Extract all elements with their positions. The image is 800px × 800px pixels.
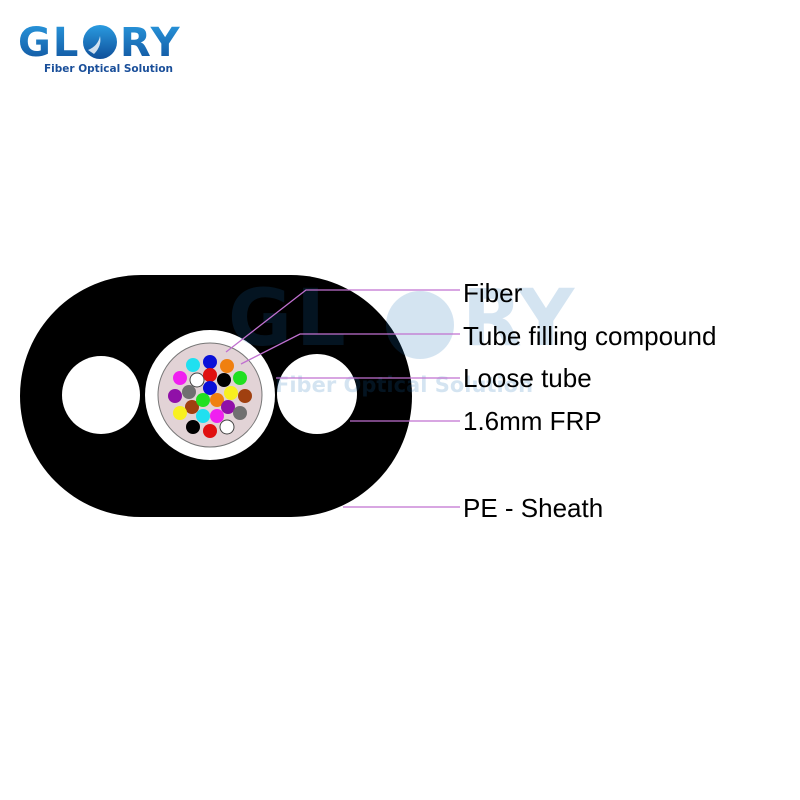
fiber <box>189 372 205 388</box>
fiber <box>185 400 199 414</box>
fiber <box>220 359 234 373</box>
fiber <box>168 389 182 403</box>
fiber <box>233 406 247 420</box>
label-loose-tube: Loose tube <box>463 363 592 393</box>
leader-fiber <box>225 289 460 353</box>
frp-right <box>277 354 357 434</box>
label-sheath: PE - Sheath <box>463 493 603 523</box>
label-frp: 1.6mm FRP <box>463 406 602 436</box>
fiber <box>182 385 196 399</box>
fiber <box>186 420 200 434</box>
fiber <box>203 355 217 369</box>
leader-lines <box>225 289 460 508</box>
fiber <box>186 358 200 372</box>
label-fiber: Fiber <box>463 278 523 308</box>
watermark-tagline: Fiber Optical Solution <box>275 373 533 397</box>
fiber <box>203 424 217 438</box>
fiber <box>210 393 224 407</box>
fiber <box>233 371 247 385</box>
fiber <box>224 386 238 400</box>
frp-left <box>62 356 140 434</box>
fiber <box>196 393 210 407</box>
fiber <box>203 368 217 382</box>
fiber <box>210 409 224 423</box>
fiber <box>238 389 252 403</box>
fiber <box>221 400 235 414</box>
fiber <box>219 419 235 435</box>
fiber <box>203 381 217 395</box>
fiber <box>173 371 187 385</box>
fiber-bundle <box>168 355 252 438</box>
fiber <box>173 406 187 420</box>
svg-text:RY: RY <box>120 20 182 66</box>
svg-text:RY: RY <box>462 274 576 364</box>
svg-text:GL: GL <box>228 274 350 364</box>
watermark: GL RY Fiber Optical Solution <box>228 274 576 397</box>
fiber <box>196 409 210 423</box>
svg-text:GL: GL <box>18 20 80 66</box>
logo-tagline: Fiber Optical Solution <box>44 63 173 75</box>
fiber <box>217 373 231 387</box>
label-filling: Tube filling compound <box>463 321 716 351</box>
leader-filling <box>240 333 460 365</box>
glory-logo: GL RY Fiber Optical Solution <box>18 20 182 75</box>
